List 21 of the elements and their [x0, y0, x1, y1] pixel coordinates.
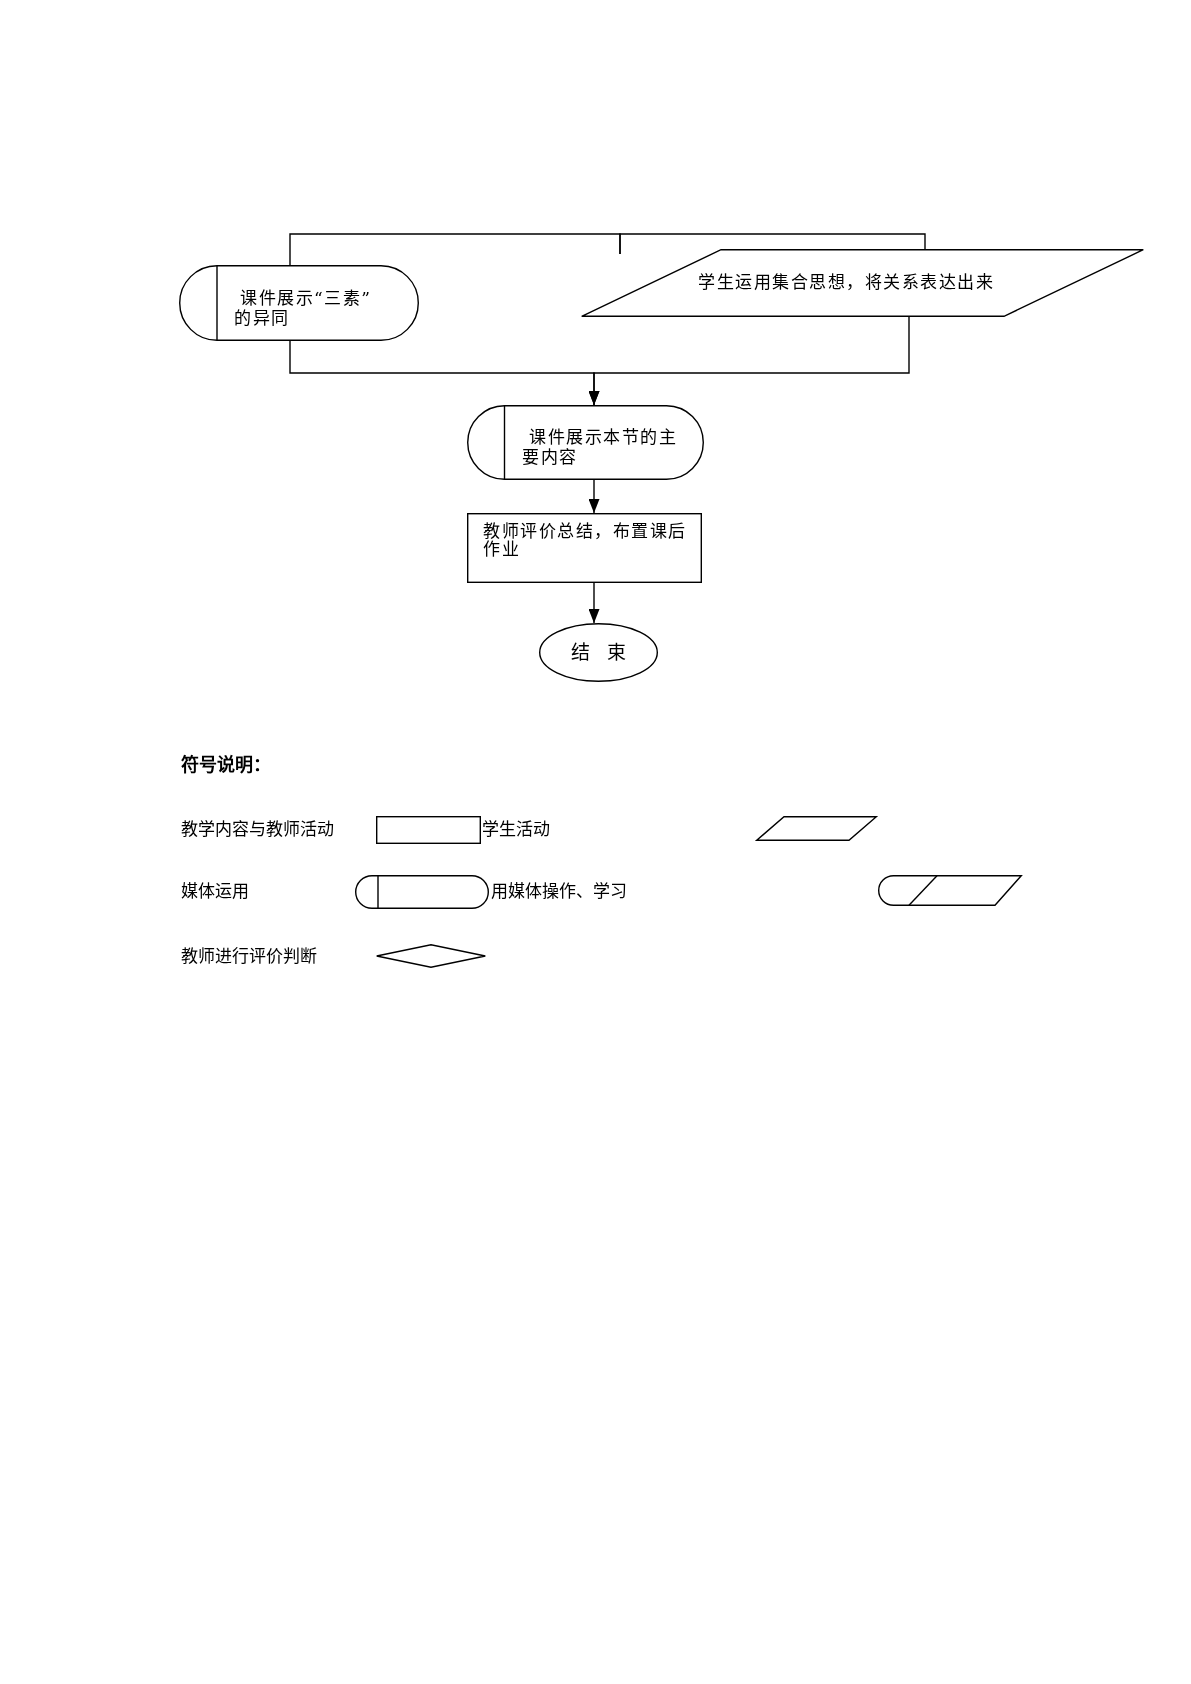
connector-line	[289, 233, 621, 266]
legend-text: 媒体运用	[181, 881, 249, 901]
arrow	[588, 479, 600, 514]
process-box	[467, 513, 702, 583]
legend-title: 符号说明：	[181, 754, 271, 776]
stadium-box	[467, 405, 704, 480]
stadium-box	[179, 265, 419, 341]
legend-text: 教学内容与教师活动	[181, 819, 334, 839]
arrow	[588, 316, 910, 406]
node-text: 学生运用集合思想，将关系表达出来	[698, 272, 994, 292]
parallelogram-box	[581, 249, 1144, 317]
legend-text: 教师进行评价判断	[181, 946, 317, 966]
arrow	[588, 582, 600, 624]
connector-line	[619, 233, 926, 255]
end-ellipse	[539, 623, 658, 682]
legend-text: 用媒体操作、学习	[491, 881, 627, 901]
node-text: 课件展示本节的主要内容	[522, 427, 677, 467]
node-text: 教师评价总结，布置课后作业	[483, 522, 688, 558]
node-text: 课件展示“三素”的异同	[234, 288, 373, 328]
node-text: 结 束	[570, 640, 627, 665]
legend-text: 学生活动	[482, 819, 550, 839]
